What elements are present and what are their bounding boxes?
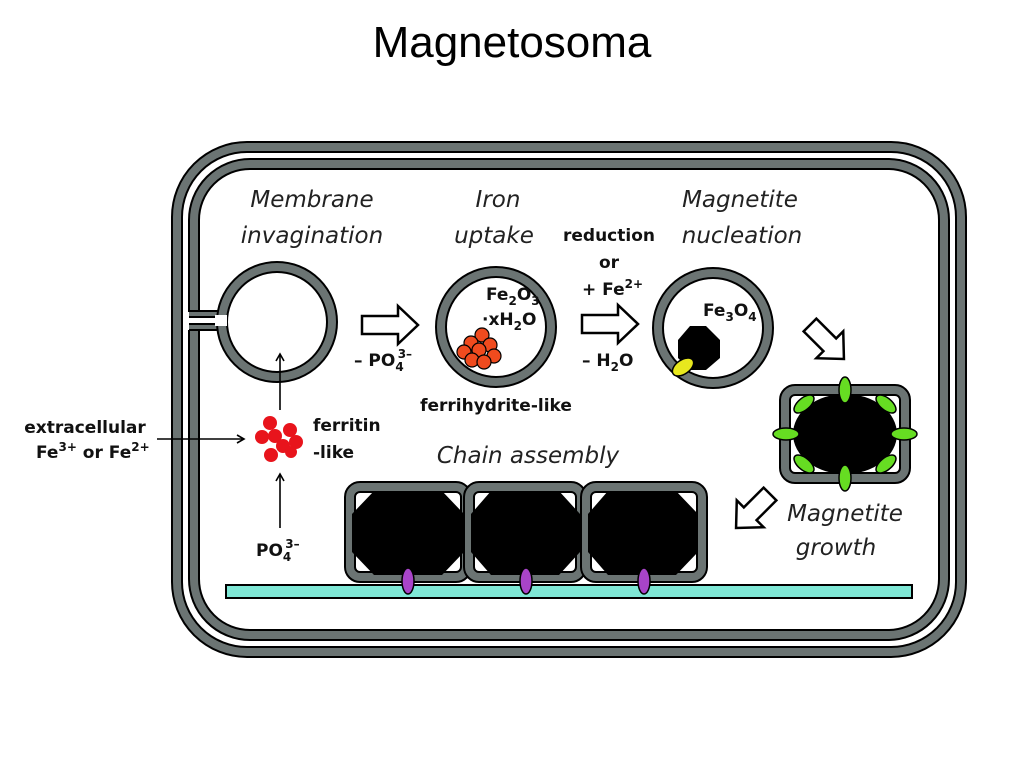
label-magnetite-n: Magnetite [682, 187, 798, 213]
label-extracellular: extracellular [24, 418, 146, 438]
label-uptake: uptake [454, 223, 534, 249]
label-magnetite-g: Magnetite [787, 501, 903, 527]
label-nucleation: nucleation [682, 223, 803, 249]
ferritin-cluster [255, 416, 303, 462]
label-invagination: invagination [241, 223, 383, 249]
ferrihydrite-cluster [456, 327, 502, 370]
label-growth: growth [796, 535, 877, 561]
label-plus-fe: + Fe2+ [582, 277, 643, 300]
label-membrane: Membrane [250, 187, 373, 213]
chain-anchor-proteins [401, 567, 651, 595]
label-fe2o3: Fe2O3 [486, 285, 540, 308]
cytoskeletal-filament [225, 584, 913, 599]
slide-title: Magnetosoma [372, 18, 652, 67]
growth-magnetosome [772, 376, 918, 492]
chain-magnetosome [344, 481, 472, 583]
label-iron: Iron [476, 187, 521, 213]
label-minus-h2o: – H2O [582, 351, 633, 374]
hollow-arrow-icon [580, 302, 640, 346]
label-xh2o: ·xH2O [482, 310, 536, 333]
label-po4: PO43– [256, 537, 300, 564]
label-ferritin: ferritin [313, 416, 381, 436]
label-fe-ions: Fe3+ or Fe2+ [36, 440, 150, 463]
invagination-vesicle [188, 261, 338, 383]
inner-membrane [188, 158, 950, 641]
chain-magnetosome [580, 481, 708, 583]
outer-membrane [171, 141, 967, 658]
nucleation-protein [671, 357, 695, 377]
label-ferritin-like: -like [313, 443, 354, 463]
label-fe3o4: Fe3O4 [703, 301, 757, 324]
nucleation-vesicle [652, 267, 774, 389]
label-chain-assembly: Chain assembly [437, 443, 620, 469]
label-ferrihydrite-like: ferrihydrite-like [420, 396, 572, 416]
hollow-arrow-icon [734, 485, 779, 530]
label-reduction: reduction [563, 226, 655, 246]
hollow-arrow-icon [360, 303, 420, 347]
hollow-arrow-icon [801, 316, 846, 361]
label-or: or [599, 253, 620, 273]
label-minus-po4: – PO43– [354, 347, 412, 374]
magnetosome-chain [344, 481, 708, 583]
chain-magnetosome [463, 481, 587, 583]
